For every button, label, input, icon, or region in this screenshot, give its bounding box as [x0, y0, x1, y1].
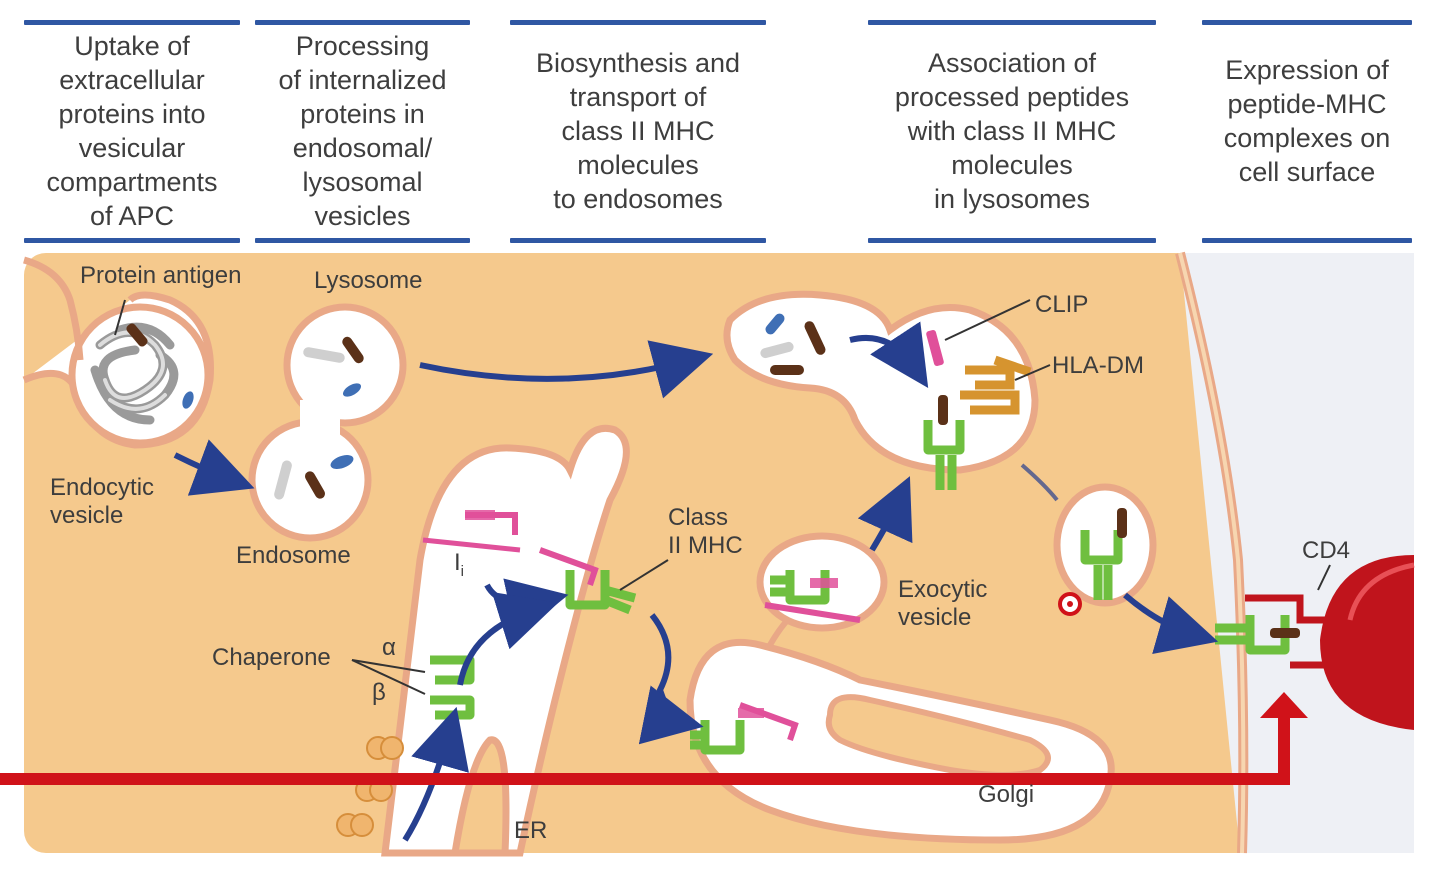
label-er: ER [514, 817, 547, 844]
label-exocytic-2: vesicle [898, 604, 971, 631]
label-ii-sub: i [461, 563, 464, 580]
invariant-chain-2 [538, 547, 599, 586]
step-biosynthesis: Biosynthesis and transport of class II M… [510, 20, 766, 246]
step-processing: Processing of internalized proteins in e… [255, 20, 470, 246]
dashed-path-lysosome-to-vesicle [1020, 463, 1059, 502]
step-uptake-text: Uptake of extracellular proteins into ve… [46, 31, 218, 231]
label-ii: Ii [454, 549, 464, 580]
clip-peptide [926, 329, 944, 367]
mhc-er-top [565, 570, 637, 615]
endosome-lysosome [248, 303, 407, 542]
arrow-exocytic-to-lysosome [857, 476, 913, 552]
lysosome-upper-contents [760, 313, 826, 375]
label-exocytic-1: Exocytic [898, 576, 987, 603]
lysosome-contents [303, 336, 364, 397]
mhc-in-vesicle [1080, 530, 1123, 600]
cursor-target [1058, 592, 1082, 616]
step-biosynthesis-text: Biosynthesis and transport of class II M… [535, 48, 741, 214]
label-cd4: CD4 [1302, 537, 1350, 564]
step-uptake: Uptake of extracellular proteins into ve… [24, 20, 240, 246]
mhc-chaperone-alpha [430, 655, 475, 685]
cd4 [1245, 594, 1330, 669]
arrow-vesicle-to-surface [1123, 592, 1219, 654]
arrow-er-to-golgi [638, 613, 704, 745]
surface-bound-vesicle [1053, 483, 1157, 607]
step-expression: Expression of peptide-MHC complexes on c… [1202, 20, 1412, 246]
label-class-ii-mhc-2: II MHC [668, 532, 743, 559]
label-endocytic-2: vesicle [50, 502, 123, 529]
chaperone-blobs [336, 736, 404, 837]
label-golgi: Golgi [978, 781, 1034, 808]
arrow-chaperone-up [402, 706, 469, 842]
label-hla-dm: HLA-DM [1052, 352, 1144, 379]
step-association: Association of processed peptides with c… [868, 20, 1156, 246]
golgi [686, 602, 1115, 844]
arrow-er-up [457, 591, 558, 686]
arrow-lysosome-to-mhc-lysosome [419, 340, 714, 399]
highlight-arrow [0, 692, 1308, 785]
arrow-lysosome-internal [849, 321, 929, 389]
label-endosome: Endosome [236, 542, 351, 569]
endosome-contents [274, 455, 354, 500]
label-chaperone: Chaperone [212, 644, 331, 671]
step-processing-text: Processing of internalized proteins in e… [278, 31, 447, 231]
invariant-chain-3 [764, 602, 861, 623]
hla-dm [960, 355, 1032, 415]
t-cell [1320, 555, 1415, 730]
label-lysosome: Lysosome [314, 267, 423, 294]
label-protein-antigen: Protein antigen [80, 262, 241, 289]
step-association-text: Association of processed peptides with c… [894, 48, 1130, 214]
mhc-in-lysosome [923, 420, 965, 490]
label-class-ii-mhc-1: Class [668, 504, 728, 531]
label-beta: β [372, 679, 386, 706]
label-clip: CLIP [1035, 291, 1088, 318]
label-alpha: α [382, 634, 396, 661]
step-expression-text: Expression of peptide-MHC complexes on c… [1223, 55, 1391, 187]
arrow-endocytic-to-endosome [173, 439, 255, 496]
label-endocytic-1: Endocytic [50, 474, 154, 501]
